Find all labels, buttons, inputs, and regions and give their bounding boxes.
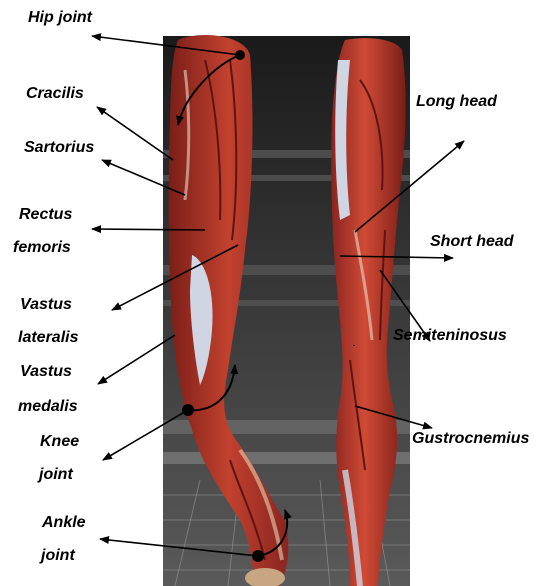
label-long-head: Long head [416, 92, 497, 112]
label-ankle-2: joint [41, 546, 75, 566]
label-femoris: femoris [13, 238, 71, 258]
label-short-head: Short head [430, 232, 514, 252]
label-vastus-lateralis-2: lateralis [18, 328, 78, 348]
label-sartorius: Sartorius [24, 138, 94, 158]
label-hip-joint: Hip joint [28, 8, 92, 28]
label-rectus: Rectus [19, 205, 72, 225]
cracilis-arrow [97, 107, 173, 160]
label-knee-1: Knee [40, 432, 79, 452]
label-cracilis: Cracilis [26, 84, 84, 104]
label-vastus-medalis-2: medalis [18, 397, 78, 417]
label-knee-2: joint [39, 465, 73, 485]
label-vastus-medalis-1: Vastus [20, 362, 72, 382]
rectus-femoris-arrow [92, 229, 205, 230]
label-gastrocnemius: Gustrocnemius [412, 429, 529, 449]
label-semiteninosus: Semiteninosus [393, 326, 507, 346]
label-vastus-lateralis-1: Vastus [20, 295, 72, 315]
label-ankle-1: Ankle [42, 513, 86, 533]
